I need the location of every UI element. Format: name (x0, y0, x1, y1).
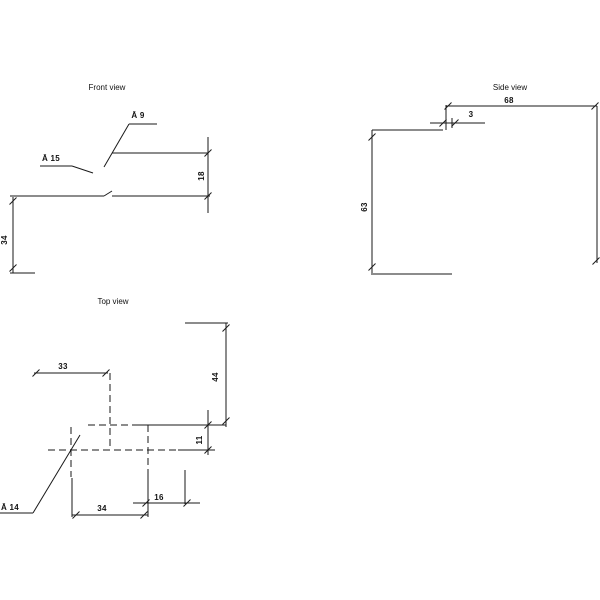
drawing-edge-line (103, 123, 130, 168)
top-dim-11-label: 11 (195, 435, 204, 445)
side-dim-3-label: 3 (468, 110, 474, 119)
side-dim-63-label: 63 (360, 202, 369, 212)
dim-arrow-tick (204, 192, 212, 200)
dim-arrow-tick (102, 369, 110, 377)
dim-arrow-tick (9, 264, 17, 272)
top-diameter-14-label: Ā 14 (0, 503, 20, 512)
dim-arrow-tick (451, 119, 459, 127)
side-view-title: Side view (492, 83, 528, 92)
top-dim-44-label: 44 (211, 372, 220, 382)
drawing-edge-line (32, 434, 81, 514)
front-dim-34-label: 34 (0, 235, 9, 245)
front-dim-18-label: 18 (197, 171, 206, 181)
dim-arrow-tick (204, 149, 212, 157)
dim-arrow-tick (439, 119, 447, 127)
dim-arrow-tick (32, 369, 40, 377)
dim-arrow-tick (9, 197, 17, 205)
top-dim-34-label: 34 (97, 504, 107, 513)
drawing-edge-line (71, 165, 94, 174)
front-view-title: Front view (88, 83, 126, 92)
front-diameter-15-label: Ā 15 (41, 154, 61, 163)
dim-arrow-tick (591, 102, 599, 110)
dim-arrow-tick (183, 499, 191, 507)
dim-arrow-tick (204, 421, 212, 429)
top-dim-33-label: 33 (58, 362, 68, 371)
front-diameter-9-label: Ā 9 (131, 111, 145, 120)
drawing-edge-line (103, 190, 113, 197)
dim-arrow-tick (140, 511, 148, 519)
dim-arrow-tick (142, 499, 150, 507)
top-view-title: Top view (97, 297, 129, 306)
dim-arrow-tick (204, 446, 212, 454)
dim-arrow-tick (222, 417, 230, 425)
dim-arrow-tick (72, 511, 80, 519)
dim-arrow-tick (222, 324, 230, 332)
dim-arrow-tick (368, 133, 376, 141)
dim-arrow-tick (592, 257, 600, 265)
dim-arrow-tick (444, 102, 452, 110)
top-dim-16-label: 16 (154, 493, 164, 502)
dim-arrow-tick (368, 263, 376, 271)
side-dim-68-label: 68 (504, 96, 514, 105)
